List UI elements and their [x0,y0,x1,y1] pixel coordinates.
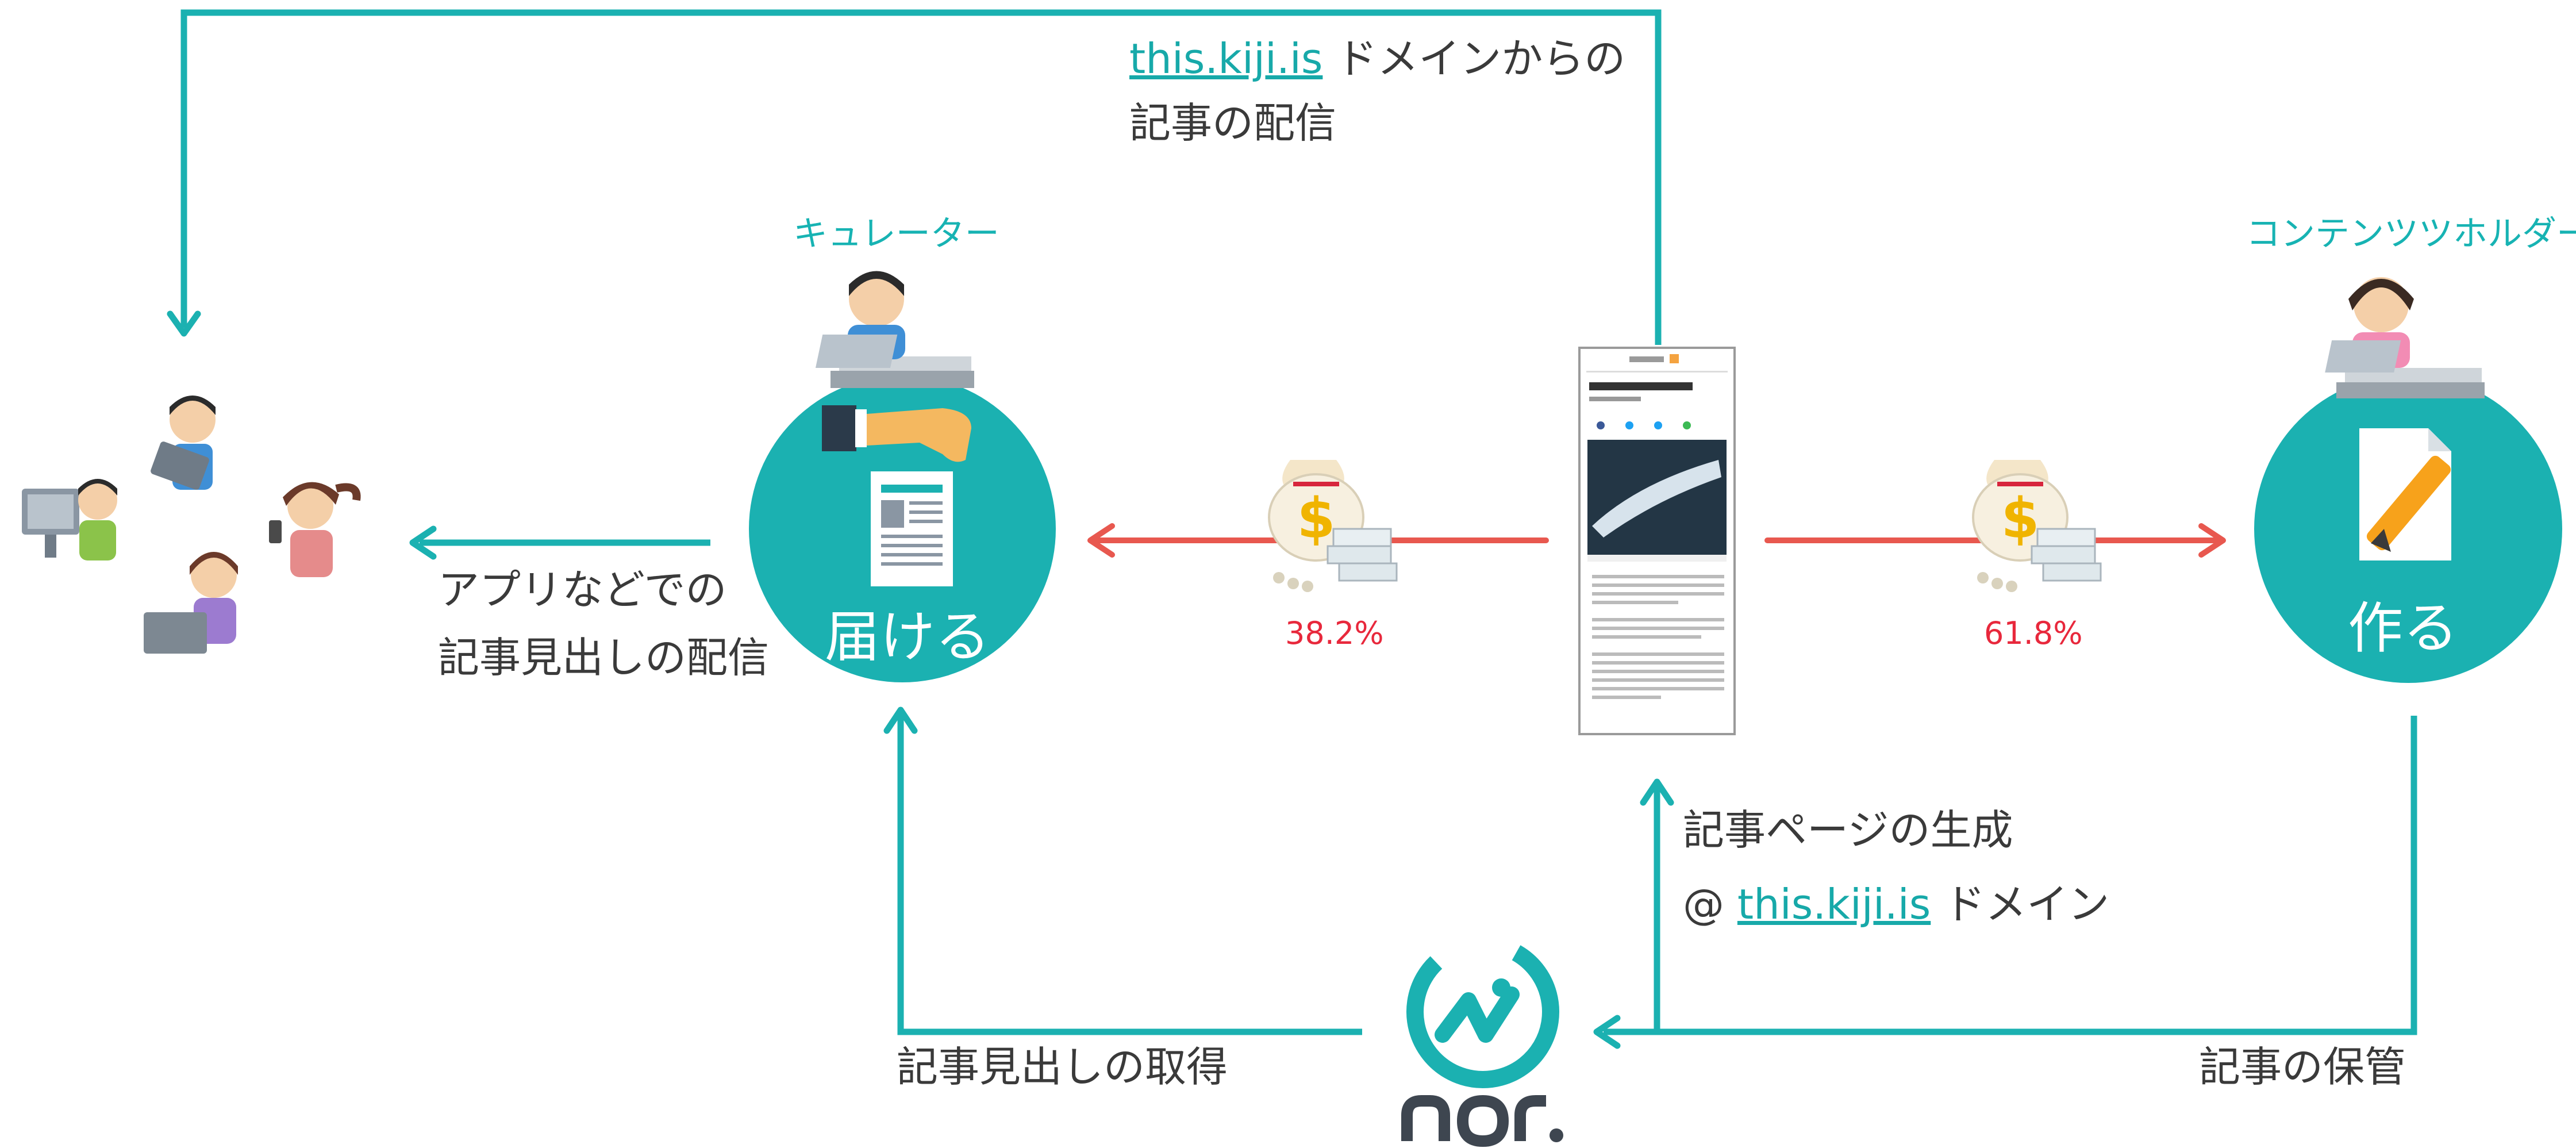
money-arrowhead-holder [2198,523,2226,558]
curator-share-label: 38.2% [1285,615,1384,651]
svg-text:$: $ [2001,486,2040,551]
money-bag-icon-curator: $ [1268,460,1398,592]
content-holder-role-label: コンテンツツホルダー [2246,214,2576,254]
teal-arrowheads [167,310,1674,1049]
arrowhead-nor [1593,1015,1621,1049]
readers-illustration [22,396,361,654]
creator-node [2254,277,2562,683]
arrowhead-readers-top [167,310,201,337]
money-bag-icon-holder: $ [1972,460,2102,592]
storage-label: 記事の保管 [2199,1043,2406,1091]
page-gen-link[interactable]: this.kiji.is [1737,880,1931,928]
content-holder-person-icon [2325,277,2485,398]
arrowhead-curator [883,707,918,734]
reader-phone [269,482,361,577]
top-flow-link[interactable]: this.kiji.is [1129,34,1323,83]
arrowhead-phone [1640,778,1674,806]
page-gen-line2: @ this.kiji.is ドメイン [1683,872,2109,936]
reader-laptop [144,552,238,654]
arrowhead-readers-left [409,525,437,560]
get-headline-label: 記事見出しの取得 [897,1043,1228,1091]
content-holder-share-label: 61.8% [1984,615,2083,651]
teal-connectors [180,9,2417,1035]
hand-icon [822,405,971,462]
page-gen-line1: 記事ページの生成 [1683,806,2013,854]
pen-icon [2366,455,2451,552]
phone-article-icon [1578,347,1736,735]
top-flow-label: this.kiji.is ドメインからの [1129,26,1625,91]
curator-person-icon [815,271,974,388]
page-gen-prefix: @ [1683,880,1737,928]
reader-tablet [151,396,216,490]
top-delivery-line [180,9,1662,345]
svg-text:$: $ [1297,486,1336,551]
article-document-icon [871,471,953,586]
app-delivery-line1: アプリなどでの [438,566,727,614]
curator-node [749,271,1056,682]
get-headline-line [897,716,1362,1035]
page-gen-rest: ドメイン [1931,880,2110,928]
top-flow-line2: 記事の配信 [1129,99,1337,147]
top-flow-rest: ドメインからの [1322,34,1626,83]
storage-line [1604,716,2417,1035]
create-circle-label: 作る [2348,596,2458,661]
deliver-circle-label: 届ける [825,605,990,669]
reader-desktop [22,479,117,560]
nor-logo-icon [1401,935,1563,1147]
curator-role-label: キュレーター [793,214,999,254]
app-delivery-line2: 記事見出しの配信 [438,633,770,682]
money-arrowhead-curator [1087,523,1115,558]
